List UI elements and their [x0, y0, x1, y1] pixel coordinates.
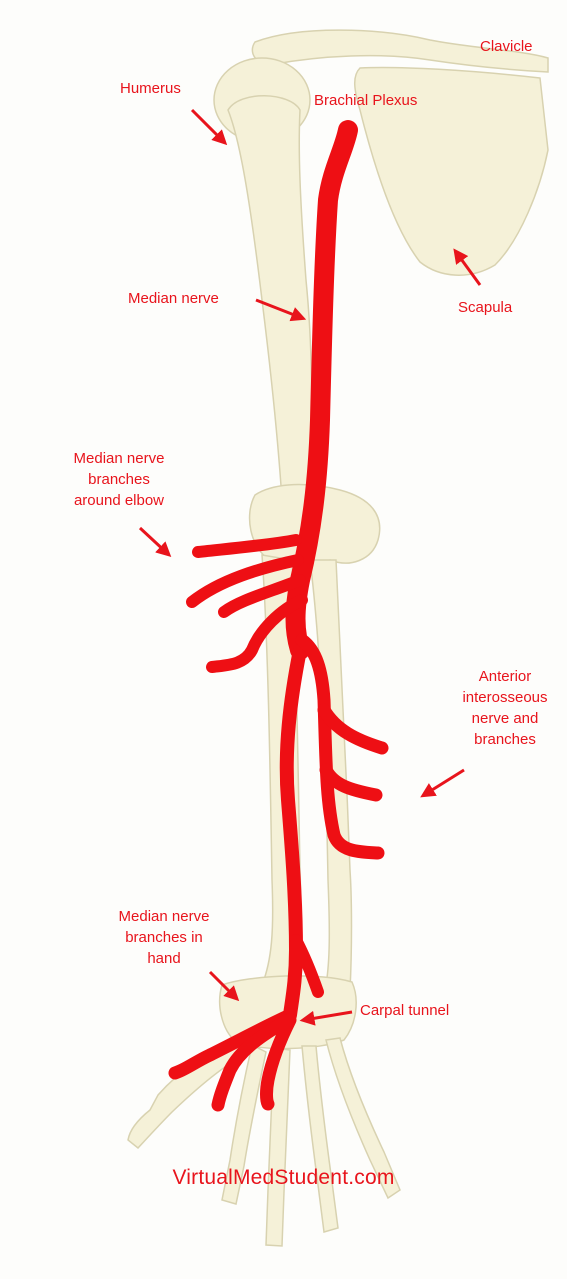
scapula-label: Scapula — [458, 297, 512, 318]
carpal-tunnel-label: Carpal tunnel — [360, 1000, 449, 1021]
brachial-plexus-label: Brachial Plexus — [314, 90, 417, 111]
humerus-label: Humerus — [120, 78, 181, 99]
elbow-branches-label: Median nerve branches around elbow — [50, 448, 188, 511]
clavicle-label: Clavicle — [480, 36, 533, 57]
anterior-interosseous-label: Anterior interosseous nerve and branches — [450, 666, 560, 750]
median-nerve-label: Median nerve — [128, 288, 219, 309]
watermark-text: VirtualMedStudent.com — [0, 1166, 567, 1190]
hand-branches-label: Median nerve branches in hand — [94, 906, 234, 969]
